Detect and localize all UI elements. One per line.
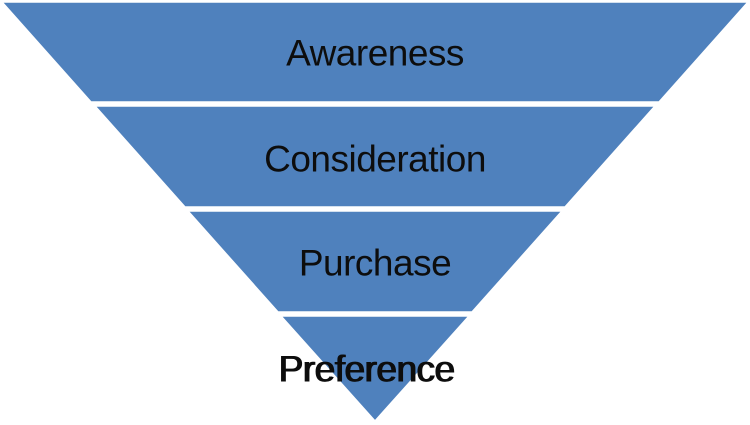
funnel-tier-purchase-shape: [187, 210, 563, 313]
funnel-tier-preference-shape: [280, 315, 470, 422]
funnel-tier-consideration-shape: [94, 105, 656, 208]
funnel-tier-awareness-shape: [1, 1, 749, 103]
